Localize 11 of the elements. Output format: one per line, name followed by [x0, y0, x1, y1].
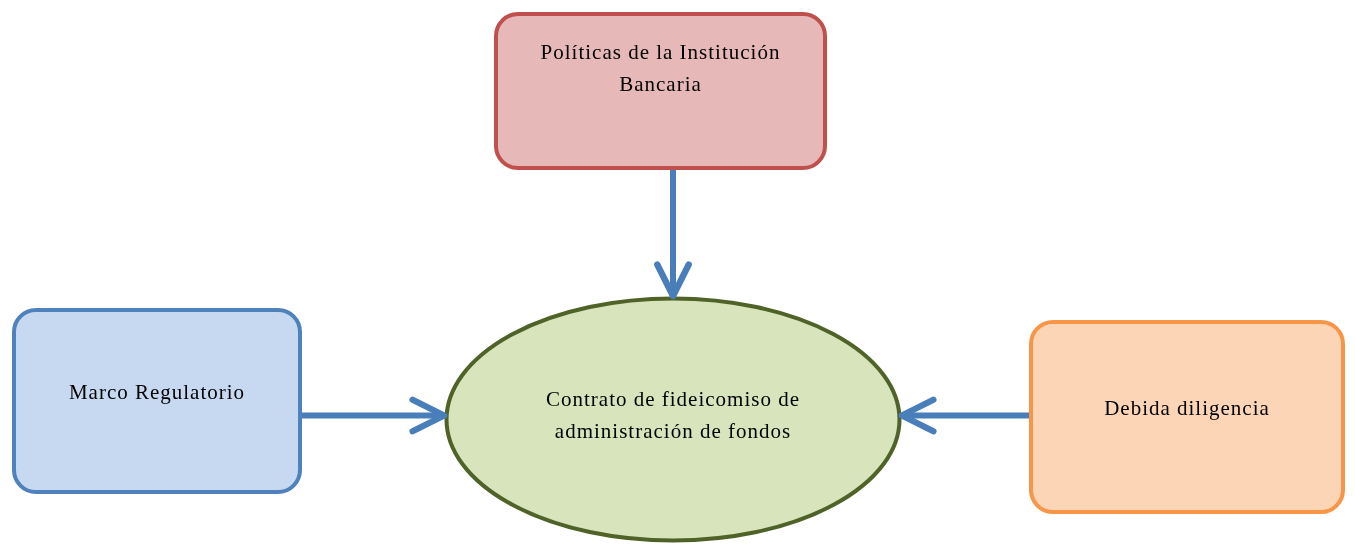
arrow	[898, 396, 1029, 435]
process-box	[494, 12, 827, 170]
node-label: Políticas de la Institución Bancaria	[539, 39, 782, 98]
arrow	[654, 170, 692, 300]
node-label: Marco Regulatorio	[68, 379, 246, 406]
process-box	[12, 308, 302, 494]
arrow	[302, 396, 448, 435]
node-label: Debida diligencia	[1104, 395, 1270, 422]
node-label: Contrato de fideicomiso de administración de fondos	[545, 385, 801, 445]
process-ellipse	[444, 296, 902, 543]
process-box	[1029, 320, 1345, 514]
